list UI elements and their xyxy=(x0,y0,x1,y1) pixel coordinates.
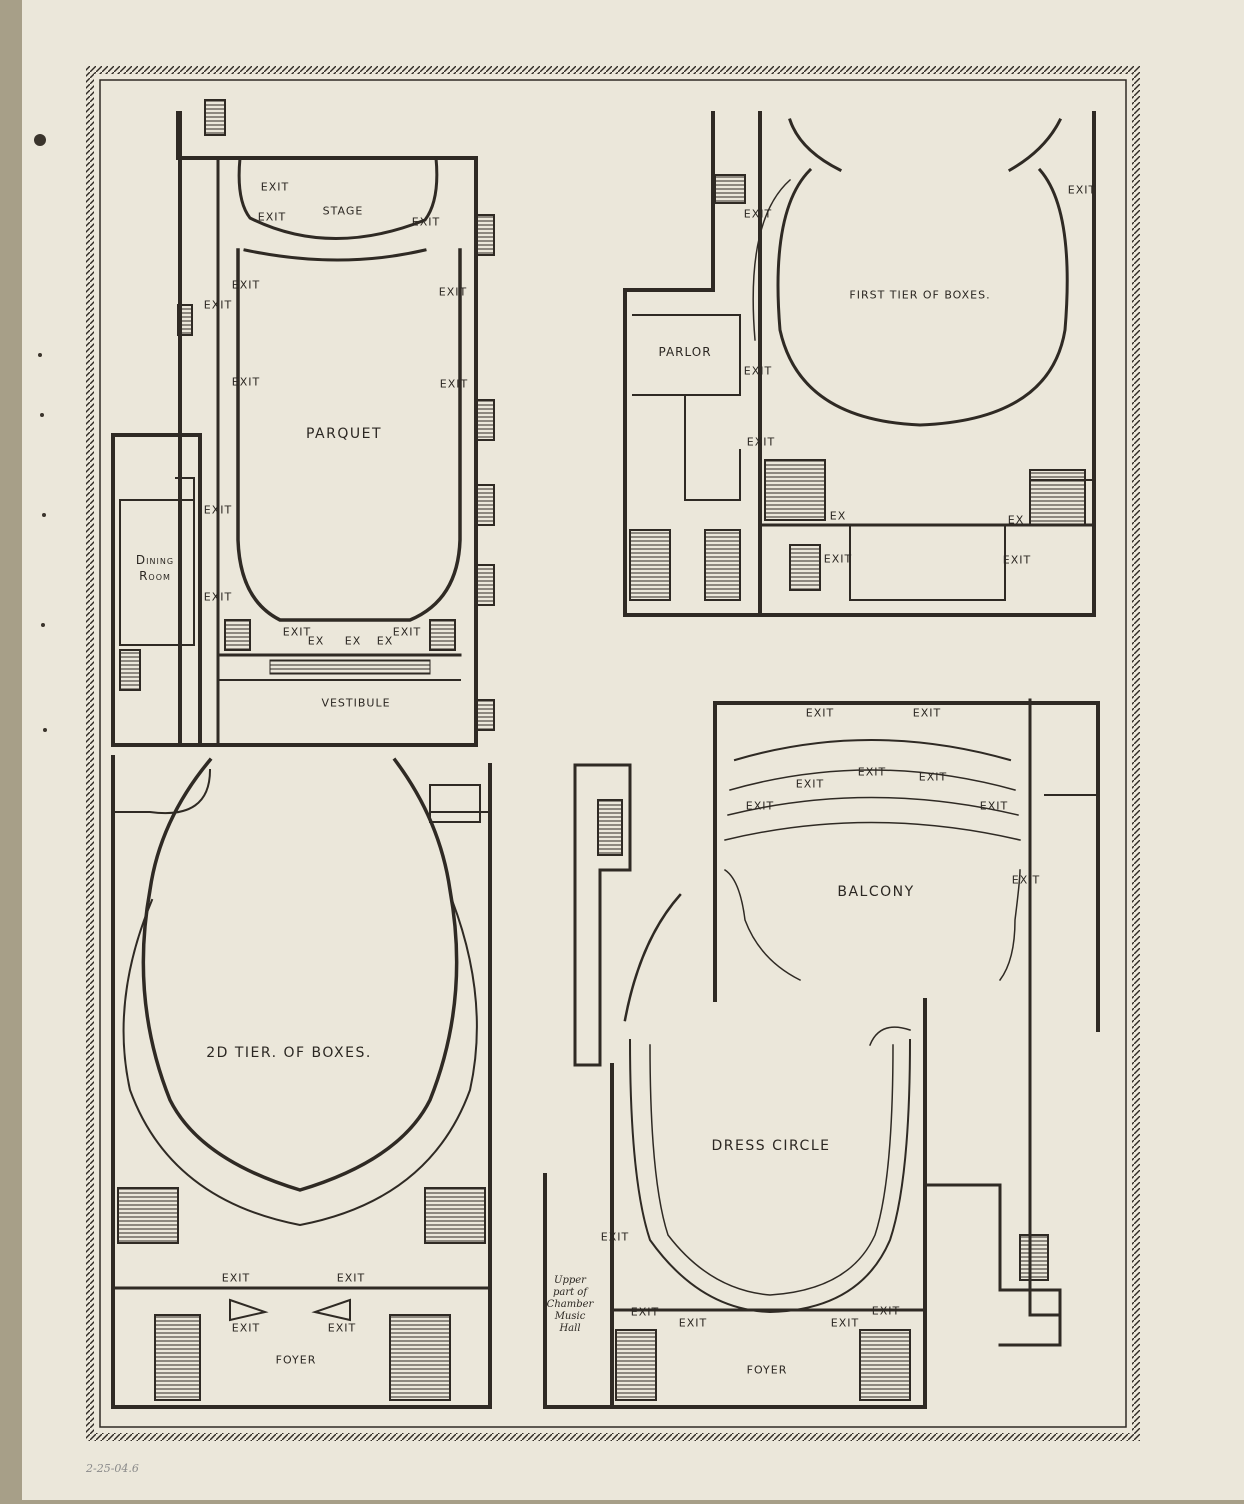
exit-label: EXIT xyxy=(795,777,825,791)
handwritten-date-note: 2-25-04.6 xyxy=(86,1462,139,1475)
exit-label: EXIT xyxy=(411,215,441,229)
exit-label: EXIT xyxy=(203,503,233,517)
decorative-border xyxy=(86,66,1140,1441)
parlor-label: PARLOR xyxy=(658,345,712,359)
exit-label: EXIT xyxy=(746,435,776,449)
exit-label: EXIT xyxy=(823,552,853,566)
exit-label: EXIT xyxy=(912,706,942,720)
exit-label: EXIT xyxy=(630,1305,660,1319)
stage-label: STAGE xyxy=(322,204,364,218)
exit-label: EXIT xyxy=(743,364,773,378)
exit-label: EXIT xyxy=(257,210,287,224)
vestibule-label: VESTIBULE xyxy=(321,696,391,710)
exit-label: EXIT xyxy=(260,180,290,194)
parquet-label: PARQUET xyxy=(305,426,383,442)
second-tier-title: 2D TIER. OF BOXES. xyxy=(206,1045,372,1061)
exit-label: EXIT xyxy=(1011,873,1041,887)
ex-label: EX xyxy=(829,509,847,523)
balcony-label: BALCONY xyxy=(837,884,915,900)
exit-label: EXIT xyxy=(805,706,835,720)
chamber-music-hall-note: Upper part of Chamber Music Hall xyxy=(546,1275,594,1334)
exit-label: EXIT xyxy=(743,207,773,221)
exit-label: EXIT xyxy=(327,1321,357,1335)
exit-label: EXIT xyxy=(918,770,948,784)
foyer-label: FOYER xyxy=(746,1363,788,1377)
exit-label: EXIT xyxy=(231,375,261,389)
exit-label: EXIT xyxy=(871,1304,901,1318)
exit-label: EXIT xyxy=(392,625,422,639)
exit-label: EXIT xyxy=(438,285,468,299)
exit-label: EXIT xyxy=(678,1316,708,1330)
binding-holes xyxy=(34,134,47,732)
exit-label: EXIT xyxy=(336,1271,366,1285)
first-tier-plan xyxy=(623,111,1096,617)
dining-room-label: Dining Room xyxy=(135,553,175,583)
exit-label: EXIT xyxy=(979,799,1009,813)
exit-label: EXIT xyxy=(830,1316,860,1330)
first-tier-title: FIRST TIER OF BOXES. xyxy=(849,288,991,302)
foyer-label: FOYER xyxy=(275,1353,317,1367)
exit-label: EXIT xyxy=(231,278,261,292)
exit-label: EXIT xyxy=(1067,183,1097,197)
exit-label: EXIT xyxy=(282,625,312,639)
exit-label: EXIT xyxy=(439,377,469,391)
second-tier-plan xyxy=(111,755,492,1409)
balcony-plan xyxy=(543,698,1100,1409)
paper xyxy=(22,0,1244,1500)
ex-label: EX xyxy=(1007,513,1025,527)
ex-label: EX xyxy=(307,634,325,648)
exit-label: EXIT xyxy=(745,799,775,813)
ex-label: EX xyxy=(344,634,362,648)
ex-label: EX xyxy=(376,634,394,648)
exit-label: EXIT xyxy=(1002,553,1032,567)
exit-label: EXIT xyxy=(221,1271,251,1285)
exit-label: EXIT xyxy=(203,590,233,604)
exit-label: EXIT xyxy=(600,1230,630,1244)
exit-label: EXIT xyxy=(857,765,887,779)
dress-circle-label: DRESS CIRCLE xyxy=(711,1138,831,1154)
exit-label: EXIT xyxy=(231,1321,261,1335)
parquet-plan xyxy=(111,99,495,747)
exit-label: EXIT xyxy=(203,298,233,312)
